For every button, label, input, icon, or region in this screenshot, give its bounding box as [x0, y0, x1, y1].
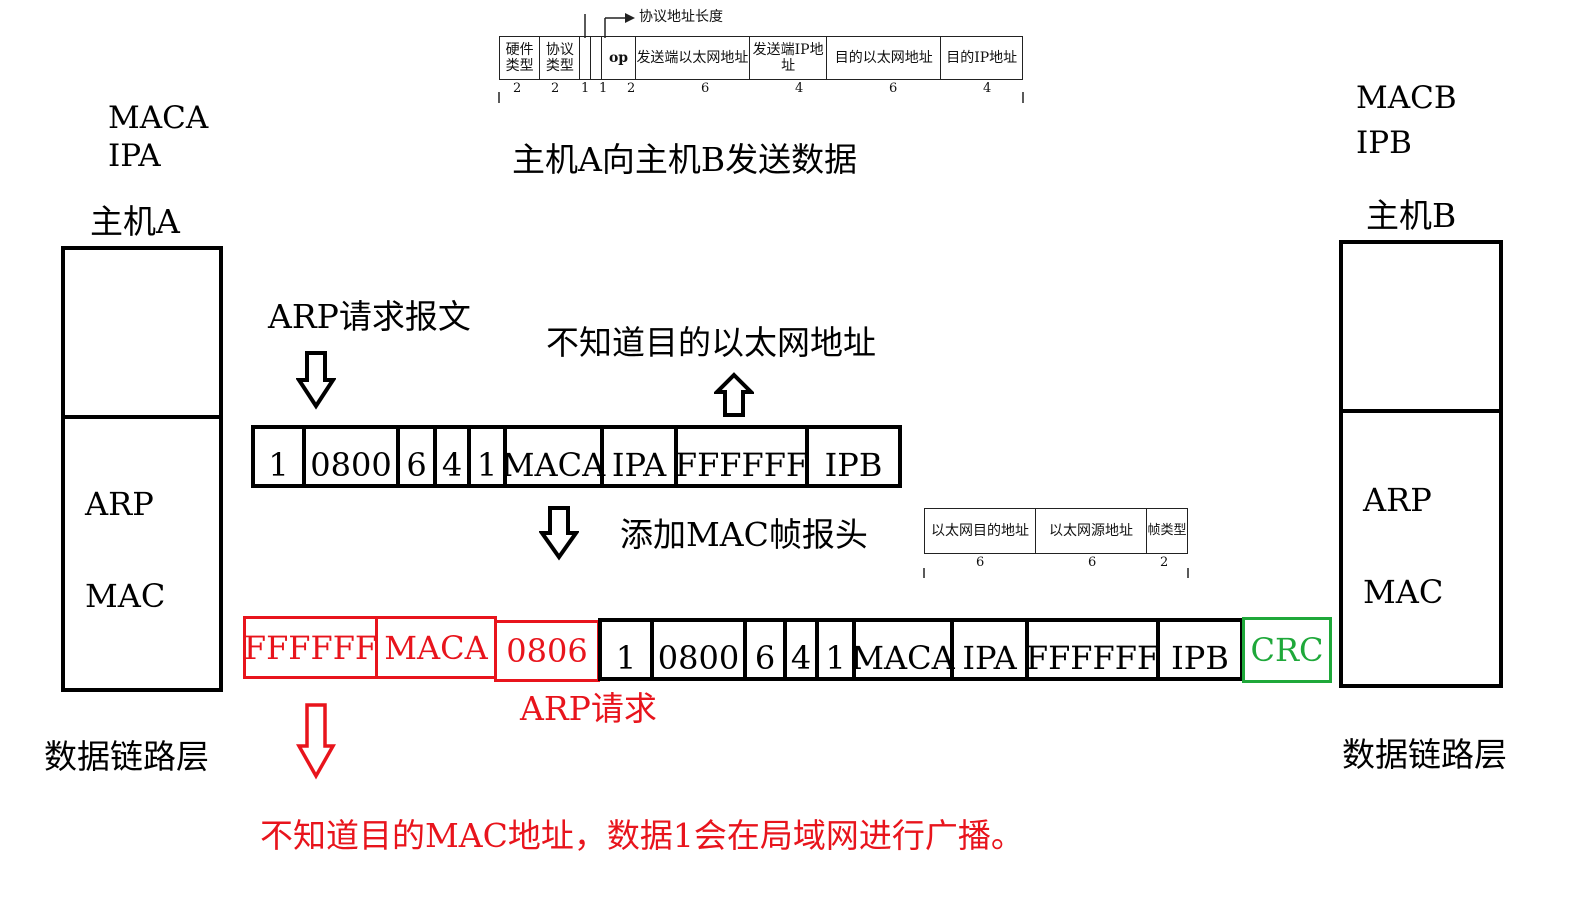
host-b-footer: 数据链路层 [1342, 735, 1507, 774]
unknown-eth-label: 不知道目的以太网地址 [546, 323, 876, 362]
proto-type-size: 2 [551, 81, 560, 96]
proto-len-header [590, 36, 603, 80]
proto-len-size: 1 [599, 81, 608, 96]
protocol-addr-length-label: 协议地址长度 [639, 9, 723, 25]
host-a-mac-layer: MAC [85, 577, 166, 615]
proto-type-header: 协议类型 [539, 36, 581, 80]
frame-payload: 1 0800 6 4 1 MACA IPA FFFFFF IPB [598, 618, 1244, 681]
frame-arp-target-mac: FFFFFF [1025, 622, 1159, 677]
host-b-divider [1343, 409, 1499, 413]
host-a-footer: 数据链路层 [44, 737, 209, 776]
arp-table-arrow [498, 13, 1024, 103]
host-a-mac: MACA [108, 100, 209, 136]
hw-len-size: 1 [581, 81, 590, 96]
host-a-name: 主机A [90, 202, 180, 241]
frame-arp-hw-len: 6 [743, 622, 783, 677]
arp-packet: 1 0800 6 4 1 MACA IPA FFFFFF IPB [251, 425, 902, 488]
op-size: 2 [627, 81, 636, 96]
down-arrow-icon [539, 506, 579, 561]
arp-request-label: ARP请求报文 [268, 297, 471, 336]
up-arrow-icon [714, 372, 754, 417]
frame-src-mac: MACA [375, 616, 497, 679]
arp-request-caption: ARP请求 [520, 689, 657, 728]
frame-arp-op: 1 [815, 622, 852, 677]
sender-eth-size: 6 [701, 81, 710, 96]
host-b-mac-layer: MAC [1363, 573, 1444, 611]
frame-type-size: 2 [1160, 555, 1169, 570]
hw-type-header: 硬件类型 [498, 36, 541, 80]
frame-dest-mac: FFFFFF [243, 616, 378, 679]
arp-hw-len: 6 [396, 429, 433, 484]
target-eth-header: 目的以太网地址 [826, 36, 942, 80]
hw-type-size: 2 [513, 81, 522, 96]
arp-sender-mac: MACA [502, 429, 605, 484]
host-b-name: 主机B [1366, 196, 1457, 235]
page-title: 主机A向主机B发送数据 [512, 140, 858, 179]
eth-dest-header: 以太网目的地址 [924, 508, 1036, 554]
down-arrow-icon [296, 351, 336, 410]
arp-format-table: 协议地址长度 硬件类型 协议类型 op 发送端以太网地址 发送端IP地址 目的以… [497, 8, 1029, 103]
arp-target-mac: FFFFFF [674, 429, 808, 484]
host-b-mac: MACB [1356, 80, 1457, 116]
add-header-label: 添加MAC帧报头 [620, 515, 868, 554]
host-b-box: ARP MAC [1339, 240, 1503, 688]
frame-type-header: 帧类型 [1146, 508, 1188, 554]
target-ip-header: 目的IP地址 [940, 36, 1023, 80]
red-down-arrow-icon [296, 703, 336, 780]
host-a-ip: IPA [108, 138, 161, 174]
target-eth-size: 6 [889, 81, 898, 96]
arp-proto-len: 4 [433, 429, 467, 484]
frame-type: 0806 [494, 620, 600, 682]
arp-sender-ip: IPA [600, 429, 674, 484]
mac-header-grid: 以太网目的地址 以太网源地址 帧类型 [924, 508, 1188, 554]
arp-hw-type: 1 [268, 446, 289, 484]
frame-arp-hw-type: 1 [615, 639, 637, 677]
sender-eth-header: 发送端以太网地址 [634, 36, 751, 80]
sender-ip-header: 发送端IP地址 [749, 36, 828, 80]
op-header: op [601, 36, 636, 80]
arp-format-grid: 硬件类型 协议类型 op 发送端以太网地址 发送端IP地址 目的以太网地址 目的… [498, 36, 1023, 80]
frame-arp-proto-type: 0800 [650, 622, 743, 677]
hw-len-header [579, 36, 592, 80]
frame-arp-sender-mac: MACA [851, 622, 955, 677]
target-ip-size: 4 [983, 81, 992, 96]
host-b-ip: IPB [1356, 125, 1412, 161]
host-a-divider [65, 415, 219, 419]
frame-arp-sender-ip: IPA [950, 622, 1025, 677]
arp-target-ip: IPB [805, 429, 898, 484]
arp-op: 1 [467, 429, 503, 484]
eth-src-size: 6 [1088, 555, 1097, 570]
frame-arp-proto-len: 4 [783, 622, 815, 677]
host-a-box: ARP MAC [61, 246, 223, 692]
host-b-arp-layer: ARP [1363, 481, 1432, 519]
broadcast-note: 不知道目的MAC地址，数据1会在局域网进行广播。 [260, 816, 1024, 855]
arp-proto-type: 0800 [302, 429, 396, 484]
mac-header-format-table: 以太网目的地址 以太网源地址 帧类型 6 6 2 [920, 508, 1192, 580]
frame-arp-target-ip: IPB [1156, 622, 1240, 677]
host-a-arp-layer: ARP [85, 485, 154, 523]
sender-ip-size: 4 [795, 81, 804, 96]
frame-crc: CRC [1242, 617, 1332, 683]
eth-dest-size: 6 [976, 555, 985, 570]
